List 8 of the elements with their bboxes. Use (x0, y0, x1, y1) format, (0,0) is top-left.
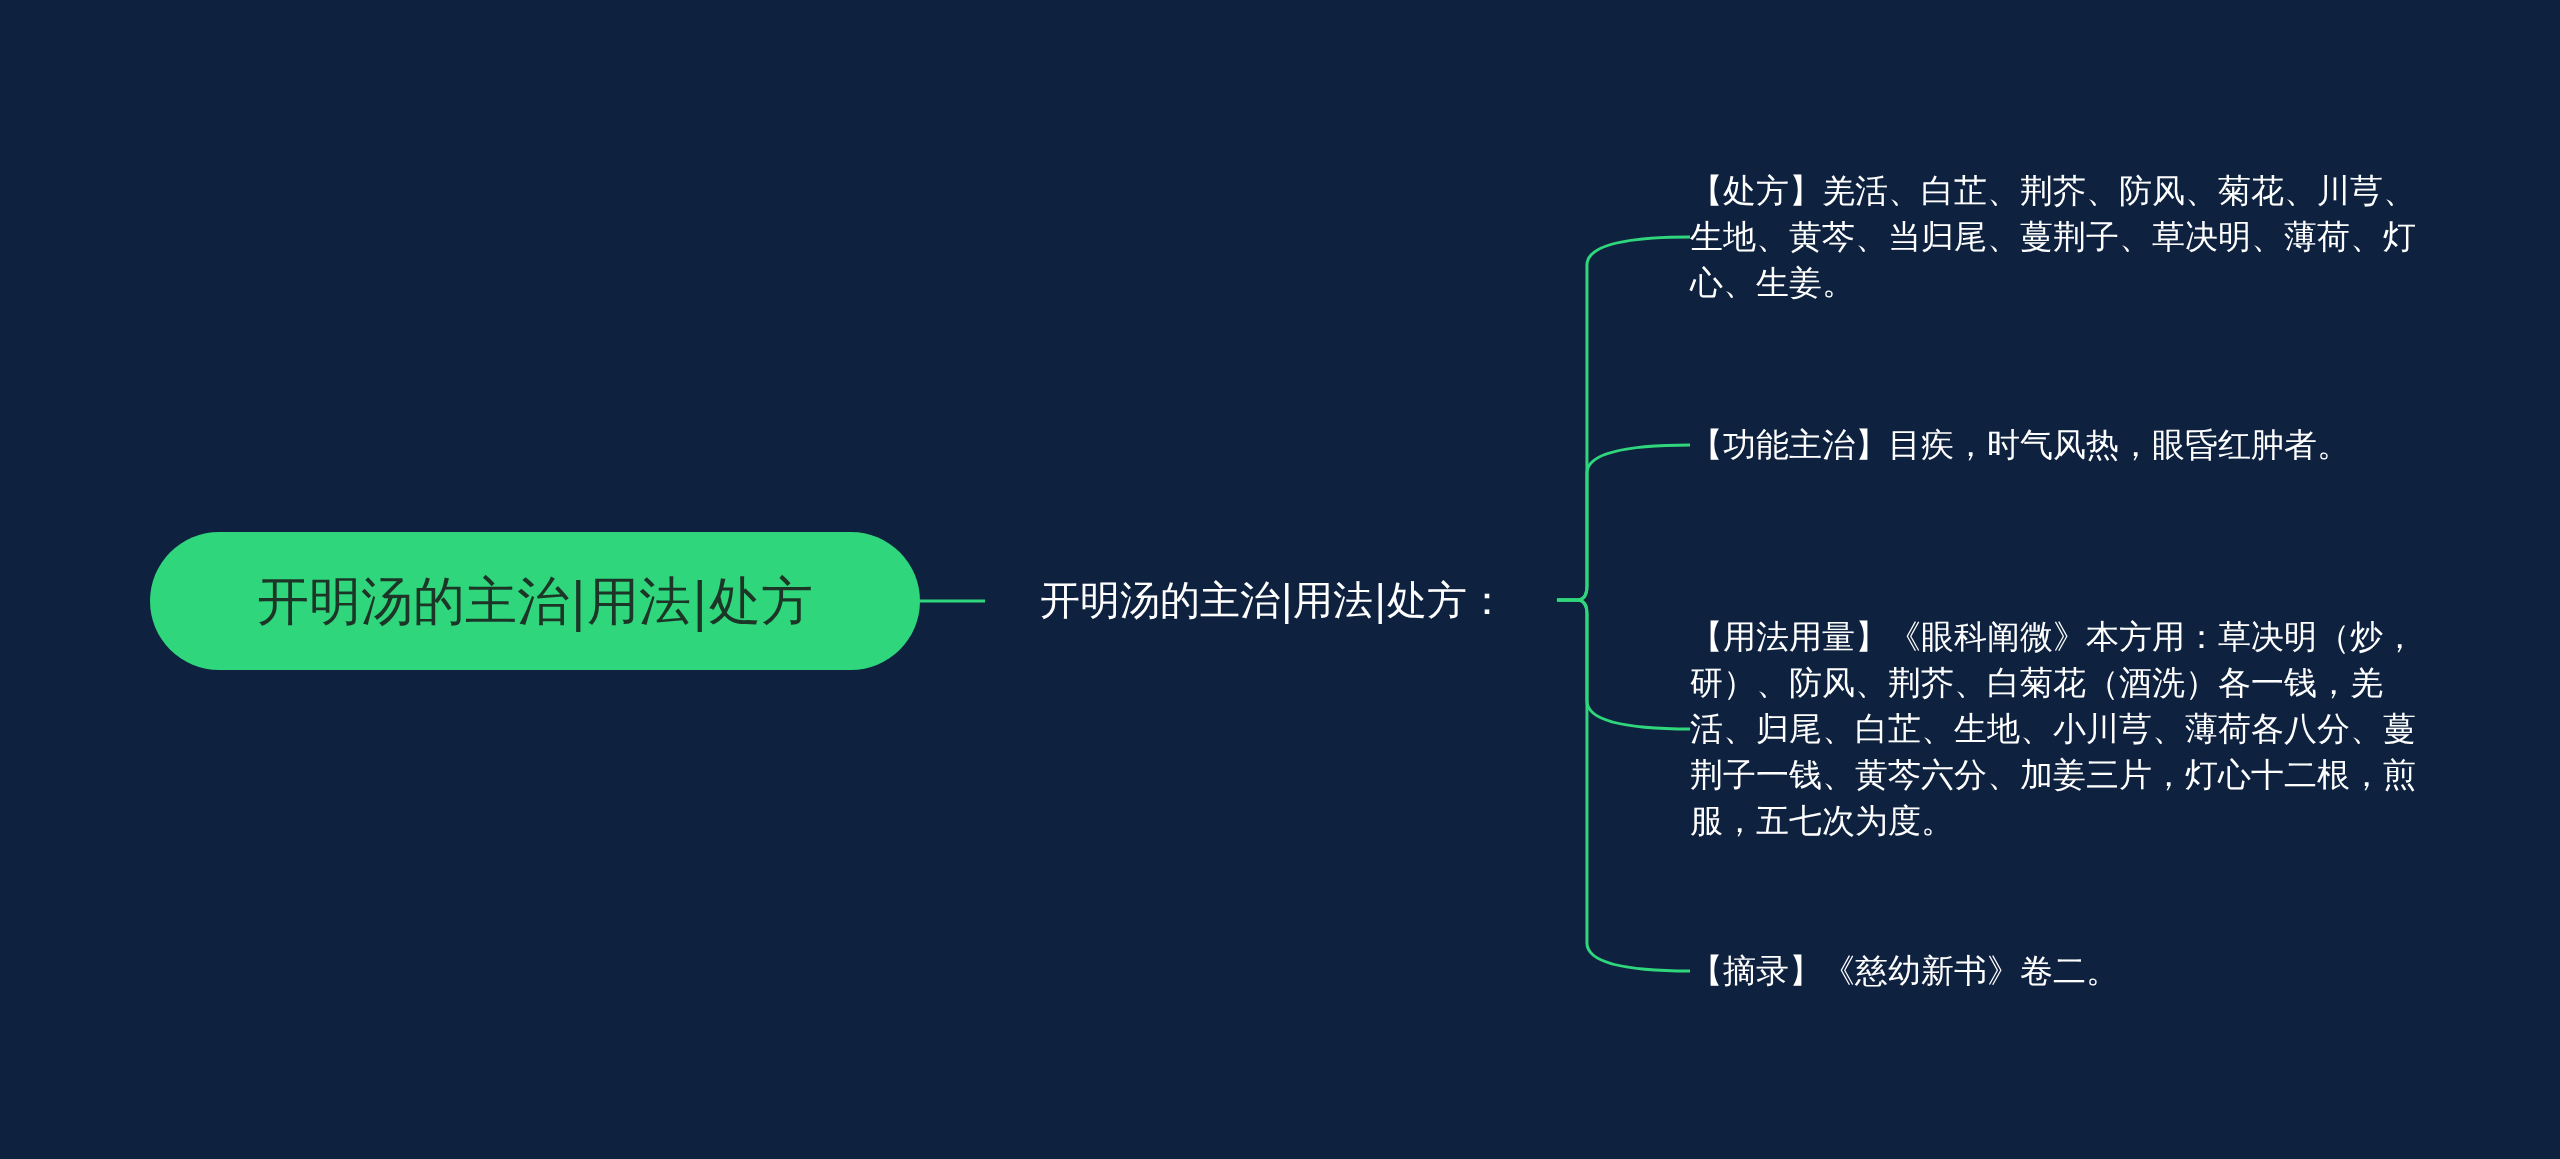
topic-pill: 开明汤的主治|用法|处方 (150, 532, 920, 670)
connector-line (920, 599, 985, 603)
branch-text: 【处方】羌活、白芷、荆芥、防风、菊花、川芎、生地、黄芩、当归尾、蔓荆子、草决明、薄荷、灯心、生姜。 (1690, 168, 2420, 306)
branch-text: 【摘录】《慈幼新书》卷二。 (1690, 948, 2420, 994)
branch-text: 【功能主治】目疾，时气风热，眼昏红肿者。 (1690, 422, 2420, 468)
connector-line (1556, 598, 1690, 973)
subtopic-text: 开明汤的主治|用法|处方： (1040, 572, 1507, 628)
branch-text: 【用法用量】《眼科阐微》本方用：草决明（炒，研）、防风、荆芥、白菊花（酒洗）各一钱，羌活、归尾、白芷、生地、小川芎、薄荷各八分、蔓荆子一钱、黄芩六分、加姜三片，灯心十二根，煎服，五七次为度。 (1690, 614, 2420, 844)
